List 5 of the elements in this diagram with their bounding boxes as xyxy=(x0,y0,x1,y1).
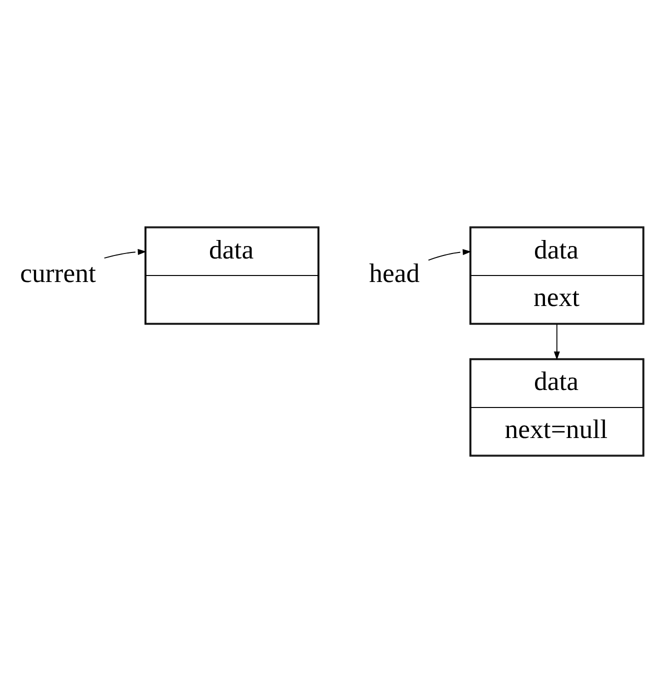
arrow xyxy=(104,248,146,259)
node-text: head xyxy=(369,258,420,288)
node-text: current xyxy=(20,258,96,288)
arrow xyxy=(428,249,472,261)
arrow xyxy=(554,324,560,360)
